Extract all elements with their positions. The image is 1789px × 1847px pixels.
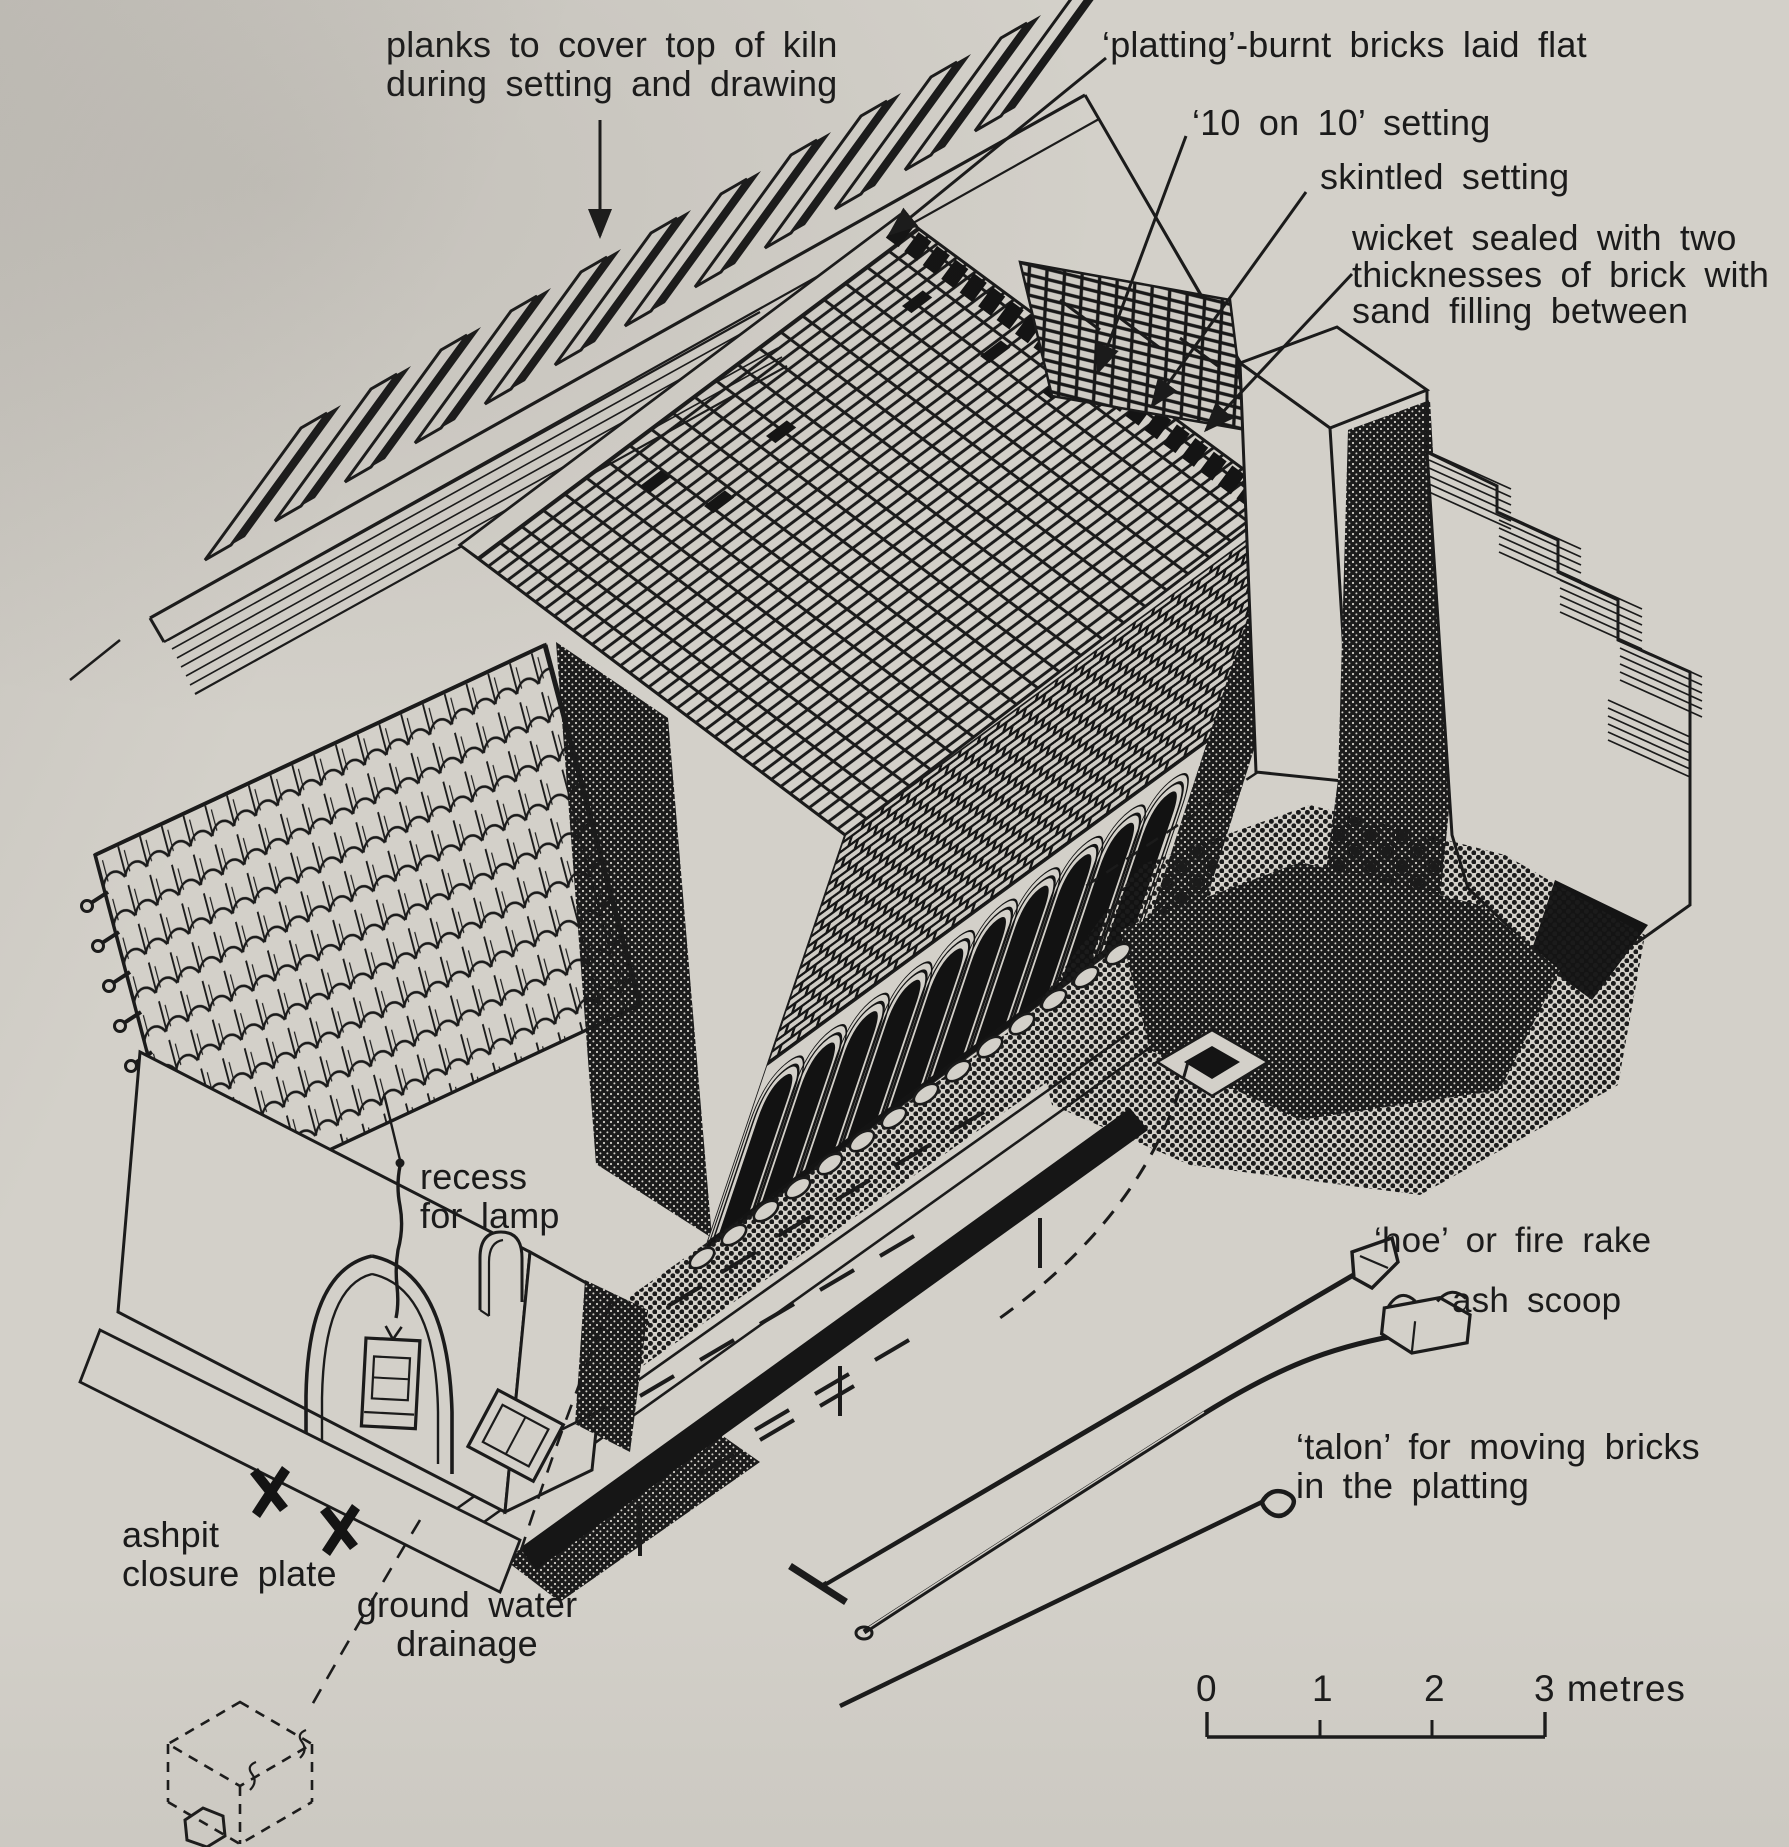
lamp-niche [478, 1230, 524, 1317]
cut-shadow-band [556, 642, 712, 1238]
leader-lines [588, 56, 1354, 433]
lamp [359, 1093, 422, 1431]
scale-bar [1205, 1712, 1547, 1739]
label-wicket: wicket sealed with two thicknesses of br… [1352, 217, 1770, 332]
label-ashpit: ashpit closure plate [122, 1514, 337, 1594]
label-talon: ‘talon’ for moving bricks in the plattin… [1296, 1426, 1700, 1506]
gable-wall [78, 1049, 648, 1594]
ground-water-drainage [165, 1299, 614, 1847]
label-skintled: skintled setting [1320, 156, 1570, 197]
ground-shadow [505, 805, 1645, 1602]
fire-hole-arch [304, 1254, 454, 1474]
scale-label-2: 2 [1424, 1668, 1446, 1709]
ash-scoop-tool [854, 1290, 1472, 1641]
bench-plank [520, 1108, 1148, 1570]
scale-label-0: 0 [1196, 1668, 1218, 1709]
label-planks: planks to cover top of kiln during setti… [386, 24, 838, 104]
scale-label-3-metres: 3 metres [1534, 1668, 1686, 1709]
talon-tool [839, 1488, 1297, 1709]
label-hoe: ‘hoe’ or fire rake [1374, 1221, 1652, 1260]
label-platting: ‘platting’-burnt bricks laid flat [1102, 24, 1587, 65]
label-ten-on-ten: ‘10 on 10’ setting [1192, 102, 1491, 143]
label-ground-water: ground water drainage [356, 1584, 578, 1664]
label-ash-scoop: ash scoop [1452, 1281, 1622, 1320]
scale-label-1: 1 [1312, 1668, 1334, 1709]
label-recess: recess for lamp [420, 1156, 560, 1236]
lamp-tilted [465, 1387, 608, 1484]
tiled-roof [79, 642, 643, 1232]
hoe-fire-rake [788, 1235, 1400, 1605]
